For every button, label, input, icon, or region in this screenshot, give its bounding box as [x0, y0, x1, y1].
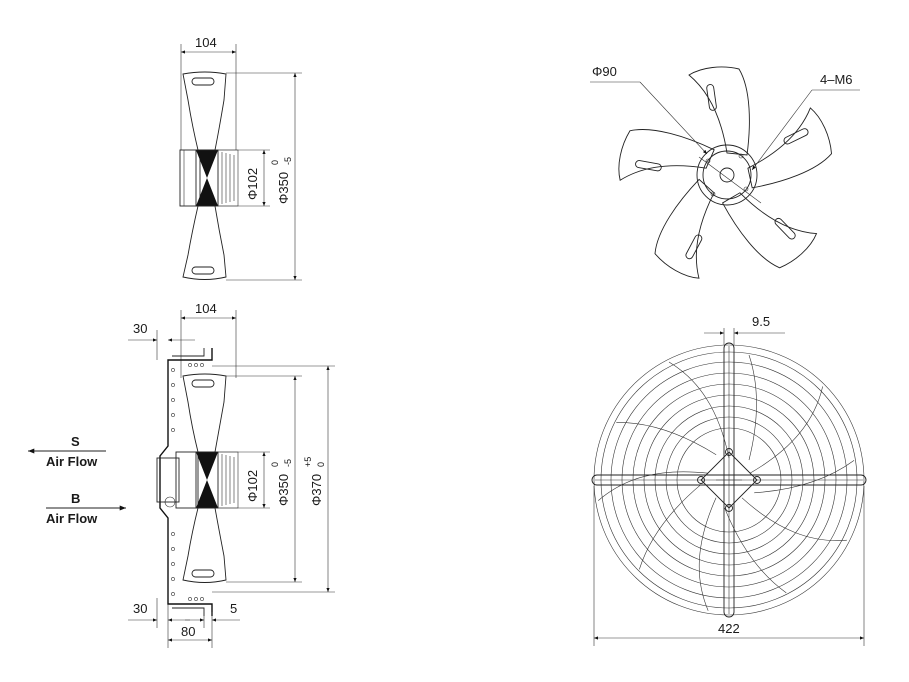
top-side-view: 104 Φ102 Φ350 0 -5: [179, 35, 302, 281]
mount-holes-label: 4–M6: [820, 72, 853, 87]
guard-ring-dots: [171, 363, 204, 601]
airflow-s: S Air Flow: [27, 434, 106, 469]
guard-front-view: 9.5 422: [591, 314, 867, 646]
top-width-label: 104: [195, 35, 217, 50]
guard-tol-upper: +5: [303, 457, 313, 467]
guard-dia-label: Φ370: [309, 474, 324, 506]
mount-depth-label: 80: [181, 624, 195, 639]
guard-offset-bottom-label: 30: [133, 601, 147, 616]
guard-tol-lower: 0: [316, 462, 326, 467]
bottom-width-label: 104: [195, 301, 217, 316]
bottom-side-view: 104 30: [128, 301, 335, 648]
airflow-b: B Air Flow: [46, 491, 126, 526]
airflow-b-letter: B: [71, 491, 80, 506]
guard-bar-width-label: 9.5: [752, 314, 770, 329]
guard-overall-label: 422: [718, 621, 740, 636]
top-hub-dia-label: Φ102: [245, 168, 260, 200]
bottom-blade-tol-upper: 0: [270, 462, 280, 467]
airflow-b-label: Air Flow: [46, 511, 98, 526]
guard-offset-top-label: 30: [133, 321, 147, 336]
bottom-hub-dia-label: Φ102: [245, 470, 260, 502]
front-hub-dia-label: Φ90: [592, 64, 617, 79]
top-blade-dia-label: Φ350: [276, 172, 291, 204]
top-blade-tol-lower: -5: [283, 157, 293, 165]
bottom-blade-tol-lower: -5: [283, 459, 293, 467]
airflow-s-letter: S: [71, 434, 80, 449]
bottom-blade-dia-label: Φ350: [276, 474, 291, 506]
flange-thickness-label: 5: [230, 601, 237, 616]
top-blade-tol-upper: 0: [270, 160, 280, 165]
impeller-front-view: [618, 66, 832, 279]
airflow-s-label: Air Flow: [46, 454, 98, 469]
